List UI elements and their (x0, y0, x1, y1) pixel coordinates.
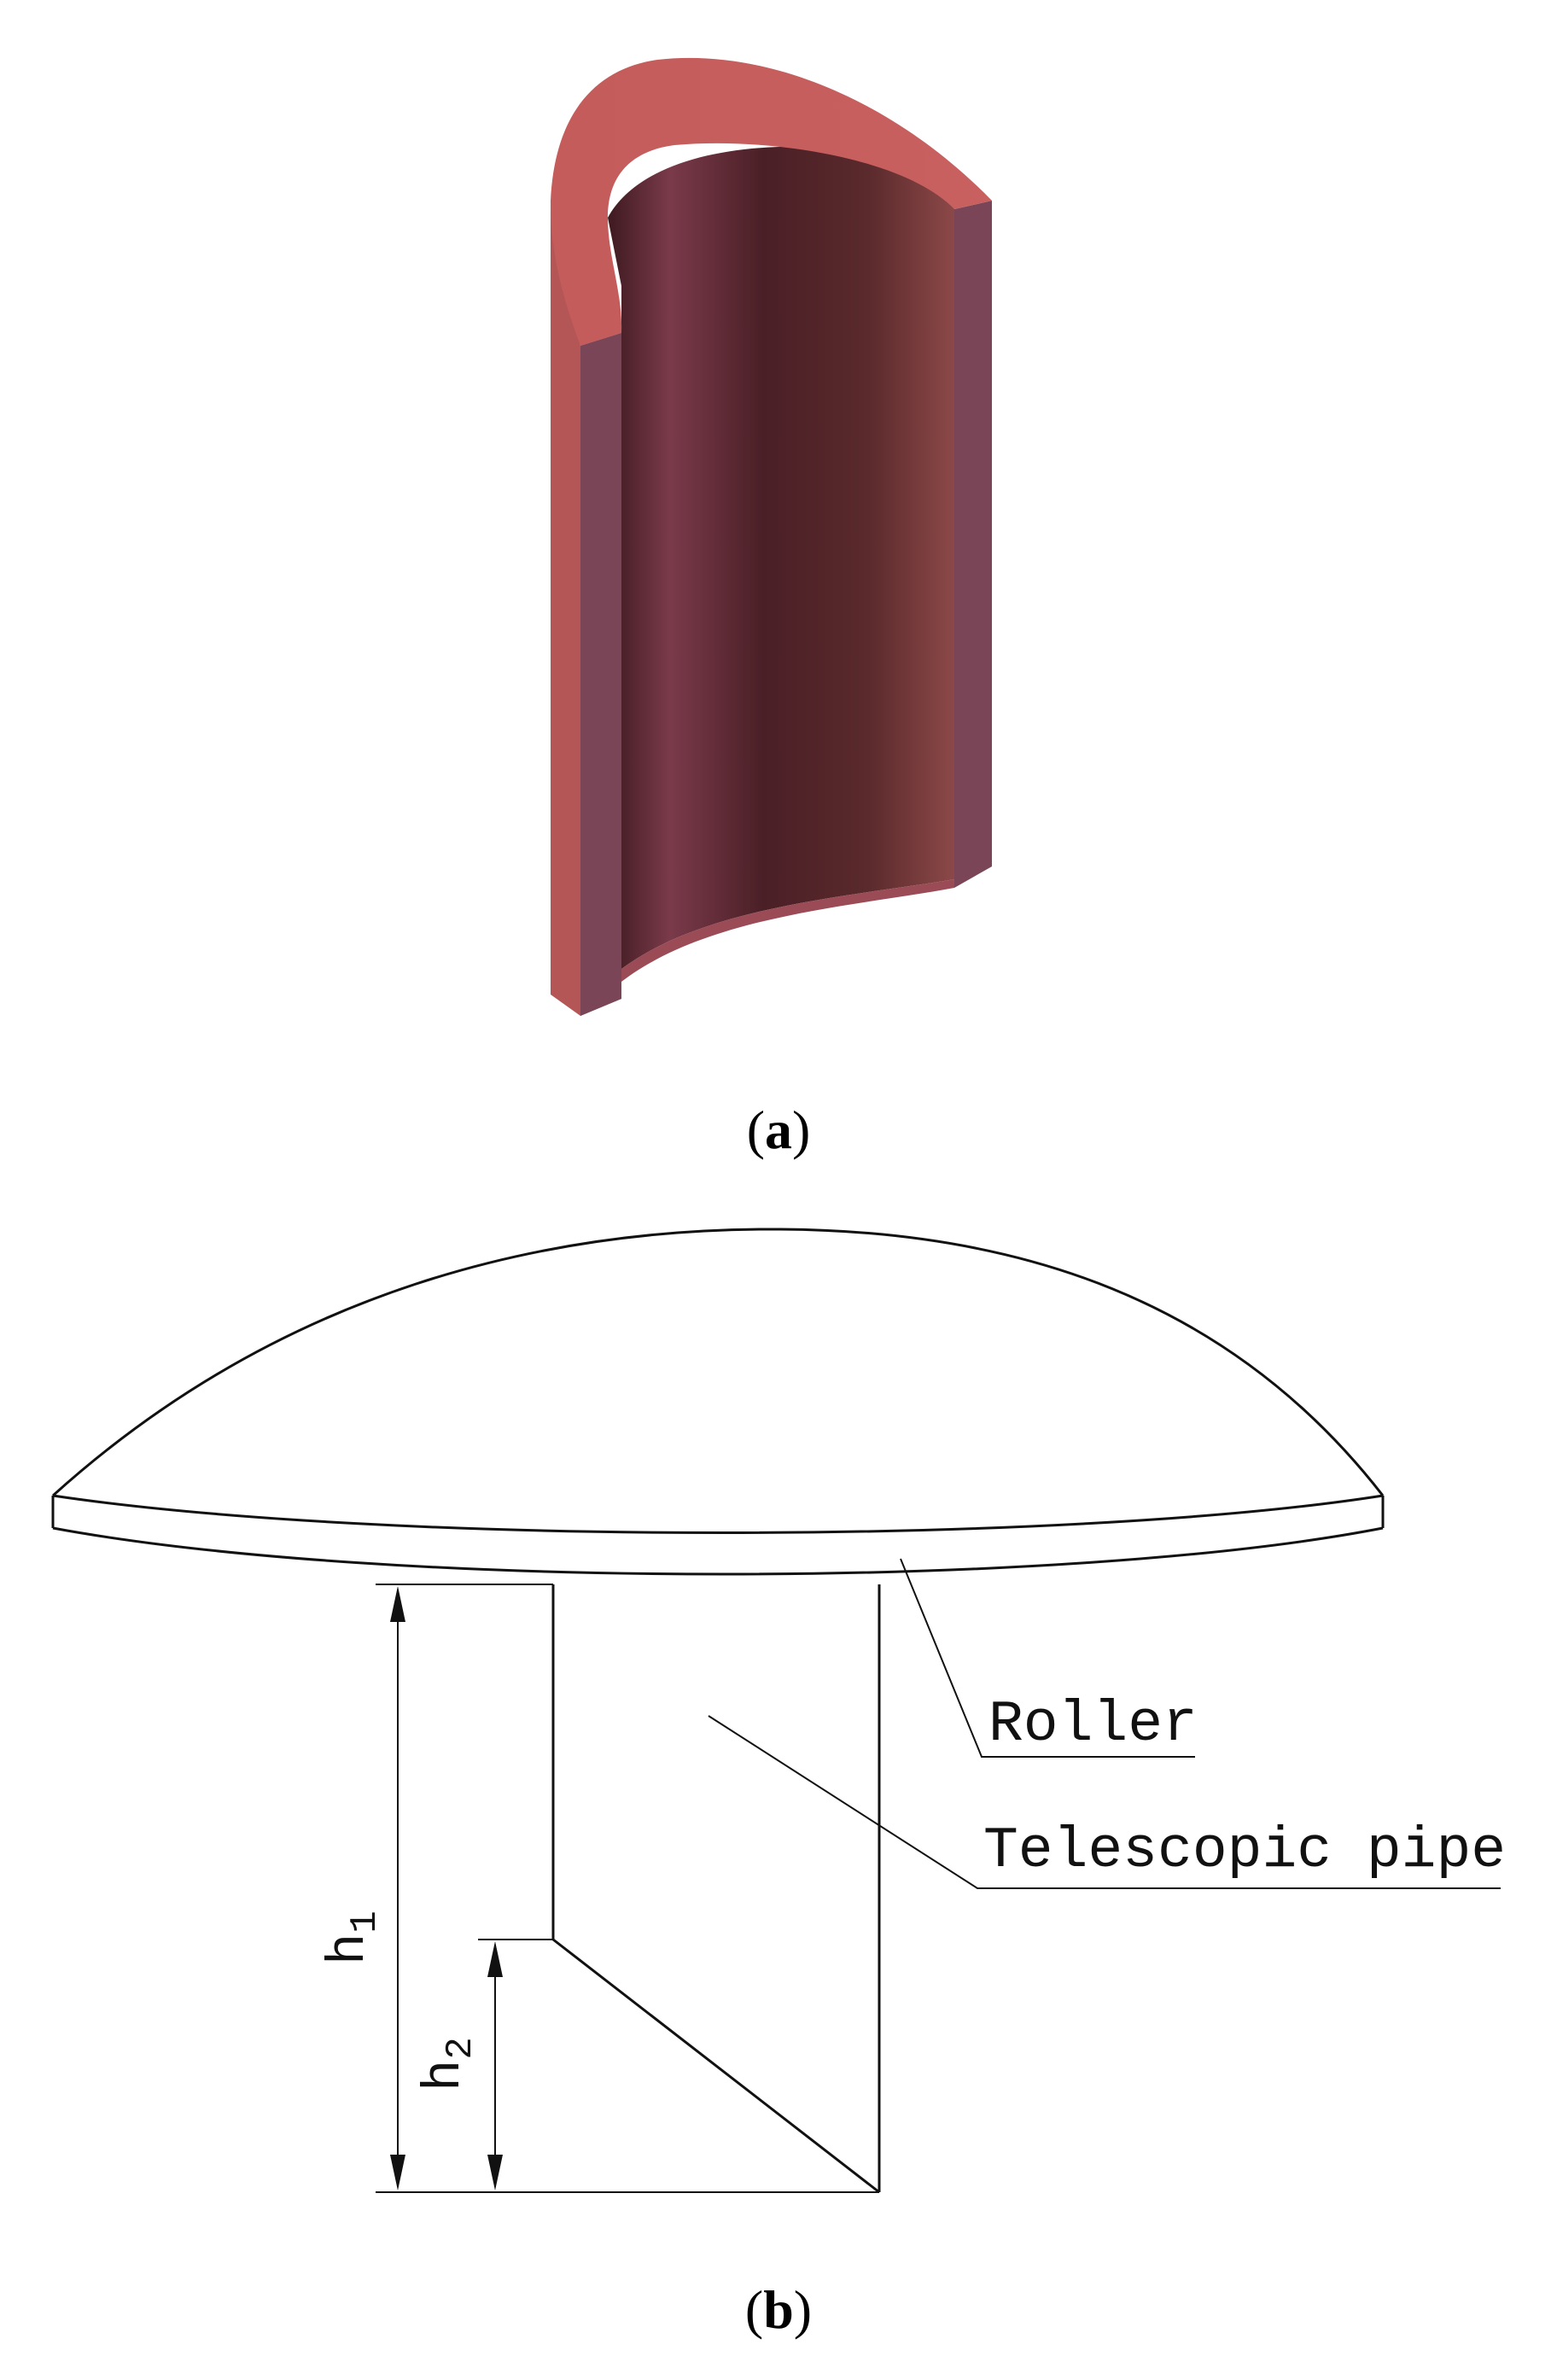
technical-drawing: h1 h2 Roller Telescopic pipe (51, 1228, 1506, 2194)
left-cut-face-lower (580, 333, 621, 1016)
roller-dome (51, 1228, 1385, 1497)
h2-arrow-bottom (487, 2155, 503, 2190)
h1-label: h1 (318, 1910, 387, 1965)
outer-left-side (551, 201, 580, 1016)
roller-band-bottom (52, 1526, 1384, 1576)
top-rim (551, 57, 992, 346)
inner-surface (608, 146, 954, 969)
telescopic-pipe-label: Telescopic pipe (983, 1818, 1506, 1884)
roller-leader (900, 1558, 1195, 1758)
h2-label: h2 (414, 2037, 482, 2091)
roller-band-top (52, 1494, 1384, 1534)
h2-arrow-top (487, 1941, 503, 1977)
h1-arrow-bottom (390, 2155, 405, 2190)
right-cut-face (954, 201, 992, 888)
telescopic-pipe-leader (708, 1715, 1501, 1889)
bottom-lip (621, 879, 954, 982)
half-pipe-model (551, 57, 992, 1016)
h1-arrow-top (390, 1586, 405, 1622)
caption-b: (b) (745, 2279, 812, 2340)
caption-a: (a) (747, 1100, 811, 1160)
roller-label: Roller (988, 1692, 1198, 1758)
pipe-bevel (552, 1938, 880, 2194)
